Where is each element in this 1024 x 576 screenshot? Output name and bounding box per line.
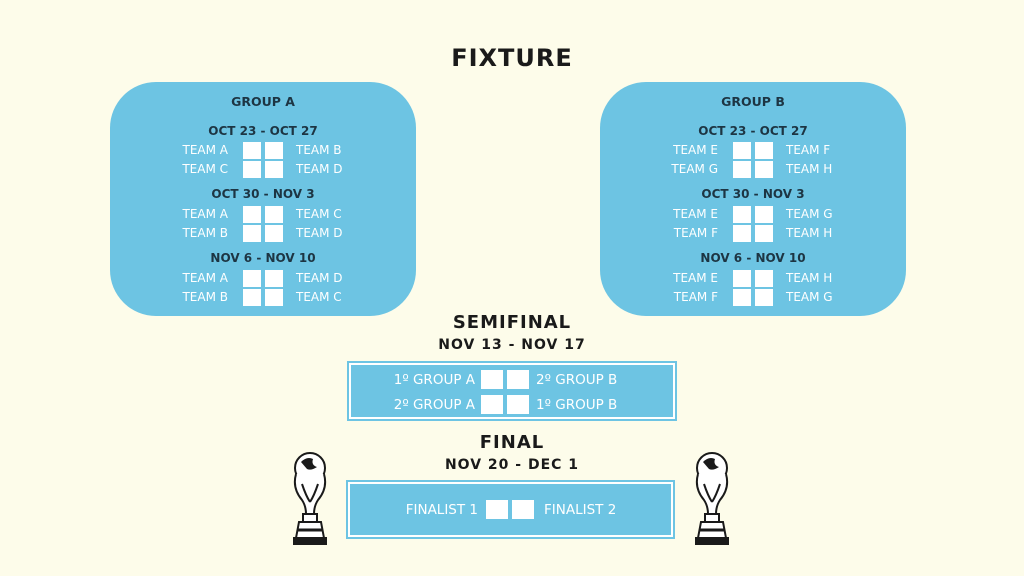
away-score-box[interactable] <box>265 270 283 287</box>
group-a-round-1-date: OCT 23 - OCT 27 <box>208 124 318 138</box>
away-team: TEAM F <box>786 143 831 157</box>
match-row: TEAM B TEAM D <box>110 225 416 243</box>
match-row: TEAM G TEAM H <box>600 161 906 179</box>
away-team: 1º GROUP B <box>536 397 618 413</box>
away-score-box[interactable] <box>507 395 529 414</box>
home-team: TEAM A <box>182 271 229 285</box>
away-team: TEAM G <box>786 290 833 304</box>
away-score-box[interactable] <box>755 270 773 287</box>
away-team: TEAM D <box>296 226 343 240</box>
home-score-box[interactable] <box>243 289 261 306</box>
away-team: 2º GROUP B <box>536 372 618 388</box>
group-a-card: GROUP A OCT 23 - OCT 27 TEAM A TEAM B TE… <box>110 82 416 316</box>
away-team: TEAM H <box>786 226 833 240</box>
home-team: TEAM C <box>182 162 228 176</box>
away-score-box[interactable] <box>755 161 773 178</box>
home-score-box[interactable] <box>733 225 751 242</box>
away-team: TEAM D <box>296 162 343 176</box>
match-row: 2º GROUP A 1º GROUP B <box>351 395 673 416</box>
group-b-round-3-date: NOV 6 - NOV 10 <box>700 251 806 265</box>
match-row: TEAM A TEAM D <box>110 270 416 288</box>
home-team: 1º GROUP A <box>393 372 475 388</box>
match-row: TEAM A TEAM C <box>110 206 416 224</box>
match-row: TEAM E TEAM F <box>600 142 906 160</box>
match-row: TEAM F TEAM G <box>600 289 906 307</box>
away-score-box[interactable] <box>507 370 529 389</box>
page-title: FIXTURE <box>451 44 573 72</box>
home-score-box[interactable] <box>243 142 261 159</box>
final-panel: FINALIST 1 FINALIST 2 <box>346 480 675 539</box>
match-row: TEAM E TEAM G <box>600 206 906 224</box>
final-date: NOV 20 - DEC 1 <box>444 457 580 473</box>
home-score-box[interactable] <box>486 500 508 519</box>
away-team: TEAM G <box>786 207 833 221</box>
match-row: TEAM C TEAM D <box>110 161 416 179</box>
home-team: TEAM E <box>673 271 718 285</box>
home-team: TEAM E <box>673 207 718 221</box>
home-team: 2º GROUP A <box>393 397 475 413</box>
away-score-box[interactable] <box>755 289 773 306</box>
semifinal-panel: 1º GROUP A 2º GROUP B 2º GROUP A 1º GROU… <box>347 361 677 421</box>
home-score-box[interactable] <box>243 161 261 178</box>
match-row: TEAM E TEAM H <box>600 270 906 288</box>
home-team: TEAM F <box>673 226 718 240</box>
home-score-box[interactable] <box>733 270 751 287</box>
home-team: TEAM G <box>671 162 718 176</box>
home-score-box[interactable] <box>733 142 751 159</box>
away-team: TEAM C <box>296 290 342 304</box>
away-score-box[interactable] <box>265 142 283 159</box>
group-a-title: GROUP A <box>231 94 295 109</box>
away-team: TEAM H <box>786 162 833 176</box>
home-score-box[interactable] <box>733 206 751 223</box>
world-cup-trophy-icon <box>293 452 327 545</box>
away-score-box[interactable] <box>265 161 283 178</box>
away-team: TEAM B <box>296 143 342 157</box>
away-team: TEAM H <box>786 271 833 285</box>
away-score-box[interactable] <box>755 206 773 223</box>
match-row: TEAM A TEAM B <box>110 142 416 160</box>
match-row: TEAM B TEAM C <box>110 289 416 307</box>
group-a-round-2-date: OCT 30 - NOV 3 <box>211 187 315 201</box>
away-score-box[interactable] <box>512 500 534 519</box>
home-score-box[interactable] <box>481 370 503 389</box>
home-team: TEAM A <box>182 143 229 157</box>
home-team: TEAM E <box>673 143 718 157</box>
away-score-box[interactable] <box>265 206 283 223</box>
match-row: TEAM F TEAM H <box>600 225 906 243</box>
semifinal-date: NOV 13 - NOV 17 <box>438 337 586 353</box>
away-score-box[interactable] <box>755 142 773 159</box>
world-cup-trophy-icon <box>695 452 729 545</box>
away-team: TEAM D <box>296 271 343 285</box>
away-team: TEAM C <box>296 207 342 221</box>
match-row: FINALIST 1 FINALIST 2 <box>350 500 671 521</box>
home-score-box[interactable] <box>243 225 261 242</box>
home-score-box[interactable] <box>243 270 261 287</box>
away-score-box[interactable] <box>265 289 283 306</box>
away-score-box[interactable] <box>755 225 773 242</box>
home-score-box[interactable] <box>733 161 751 178</box>
semifinal-title: SEMIFINAL <box>452 312 572 333</box>
group-b-round-1-date: OCT 23 - OCT 27 <box>698 124 808 138</box>
home-team: TEAM B <box>182 226 228 240</box>
match-row: 1º GROUP A 2º GROUP B <box>351 370 673 391</box>
home-score-box[interactable] <box>481 395 503 414</box>
home-team: TEAM F <box>673 290 718 304</box>
home-team: TEAM B <box>182 290 228 304</box>
away-score-box[interactable] <box>265 225 283 242</box>
final-title: FINAL <box>479 432 545 453</box>
home-score-box[interactable] <box>733 289 751 306</box>
home-score-box[interactable] <box>243 206 261 223</box>
group-b-title: GROUP B <box>721 94 785 109</box>
home-team: TEAM A <box>182 207 229 221</box>
group-b-card: GROUP B OCT 23 - OCT 27 TEAM E TEAM F TE… <box>600 82 906 316</box>
group-a-round-3-date: NOV 6 - NOV 10 <box>210 251 316 265</box>
away-team: FINALIST 2 <box>544 502 617 518</box>
home-team: FINALIST 1 <box>405 502 478 518</box>
group-b-round-2-date: OCT 30 - NOV 3 <box>701 187 805 201</box>
